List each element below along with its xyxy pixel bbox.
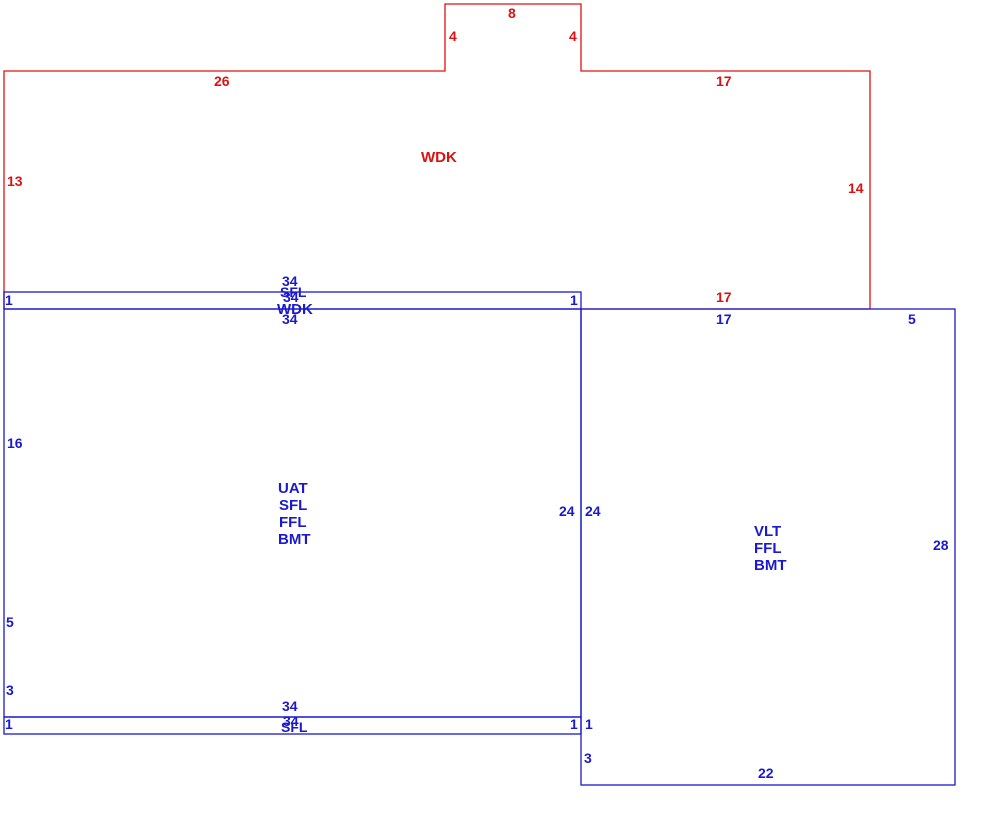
right-area-code-bmt: BMT xyxy=(754,557,787,574)
main-area-code-ffl: FFL xyxy=(279,514,307,531)
top-strip-labels: 34 SFL 34 WDK 34 1 1 xyxy=(5,273,578,327)
bottom-strip-dim-overlap: 34 xyxy=(283,713,299,729)
deck-dim-right: 14 xyxy=(848,180,864,196)
main-area-code-uat: UAT xyxy=(278,480,308,497)
main-dim-left-lower: 3 xyxy=(6,682,14,698)
right-area-code-vlt: VLT xyxy=(754,523,781,540)
bottom-strip-dim-right: 1 xyxy=(570,716,578,732)
right-section-rect xyxy=(580,308,956,786)
deck-dim-bottom-right: 17 xyxy=(716,289,732,305)
right-section-labels: VLT FFL BMT 17 5 24 28 1 3 22 xyxy=(584,311,949,781)
top-strip-dim-overlap: 34 xyxy=(283,289,299,305)
deck-dim-left: 13 xyxy=(7,173,23,189)
right-dim-left: 24 xyxy=(585,503,601,519)
top-strip-dim-top: 34 xyxy=(282,273,298,289)
right-dim-top-right: 5 xyxy=(908,311,916,327)
main-area-code-bmt: BMT xyxy=(278,531,311,548)
right-dim-left-lower: 3 xyxy=(584,750,592,766)
top-strip-dim-left: 1 xyxy=(5,292,13,308)
main-dim-bottom: 34 xyxy=(282,698,298,714)
building-outline xyxy=(3,291,956,786)
main-area-code-sfl: SFL xyxy=(279,497,307,514)
right-dim-right: 28 xyxy=(933,537,949,553)
deck-dim-top-left: 26 xyxy=(214,73,230,89)
deck-dim-bump-left: 4 xyxy=(449,28,457,44)
bottom-strip-area-code-sfl: SFL xyxy=(281,719,308,735)
top-strip-dim-right: 1 xyxy=(570,292,578,308)
top-strip-area-code-sfl: SFL xyxy=(280,284,307,300)
right-dim-left-small: 1 xyxy=(585,716,593,732)
deck-dim-bump-top: 8 xyxy=(508,5,516,21)
right-dim-bottom: 22 xyxy=(758,765,774,781)
bottom-strip-labels: 34 SFL 1 1 xyxy=(5,713,578,735)
deck-area-code: WDK xyxy=(421,149,457,166)
main-dim-left-mid: 5 xyxy=(6,614,14,630)
right-dim-top-left: 17 xyxy=(716,311,732,327)
deck-dim-bump-right: 4 xyxy=(569,28,577,44)
bottom-strip-dim-left: 1 xyxy=(5,716,13,732)
top-strip-dim-bottom: 34 xyxy=(282,311,298,327)
deck-perimeter xyxy=(3,3,871,309)
main-section-labels: UAT SFL FFL BMT 16 5 3 24 34 xyxy=(6,435,575,714)
main-dim-right: 24 xyxy=(559,503,575,519)
top-strip-area-code-wdk: WDK xyxy=(277,301,313,318)
main-dim-left-upper: 16 xyxy=(7,435,23,451)
deck-labels: WDK 8 4 4 26 17 13 14 17 xyxy=(7,5,864,305)
right-area-code-ffl: FFL xyxy=(754,540,782,557)
deck-dim-top-right: 17 xyxy=(716,73,732,89)
